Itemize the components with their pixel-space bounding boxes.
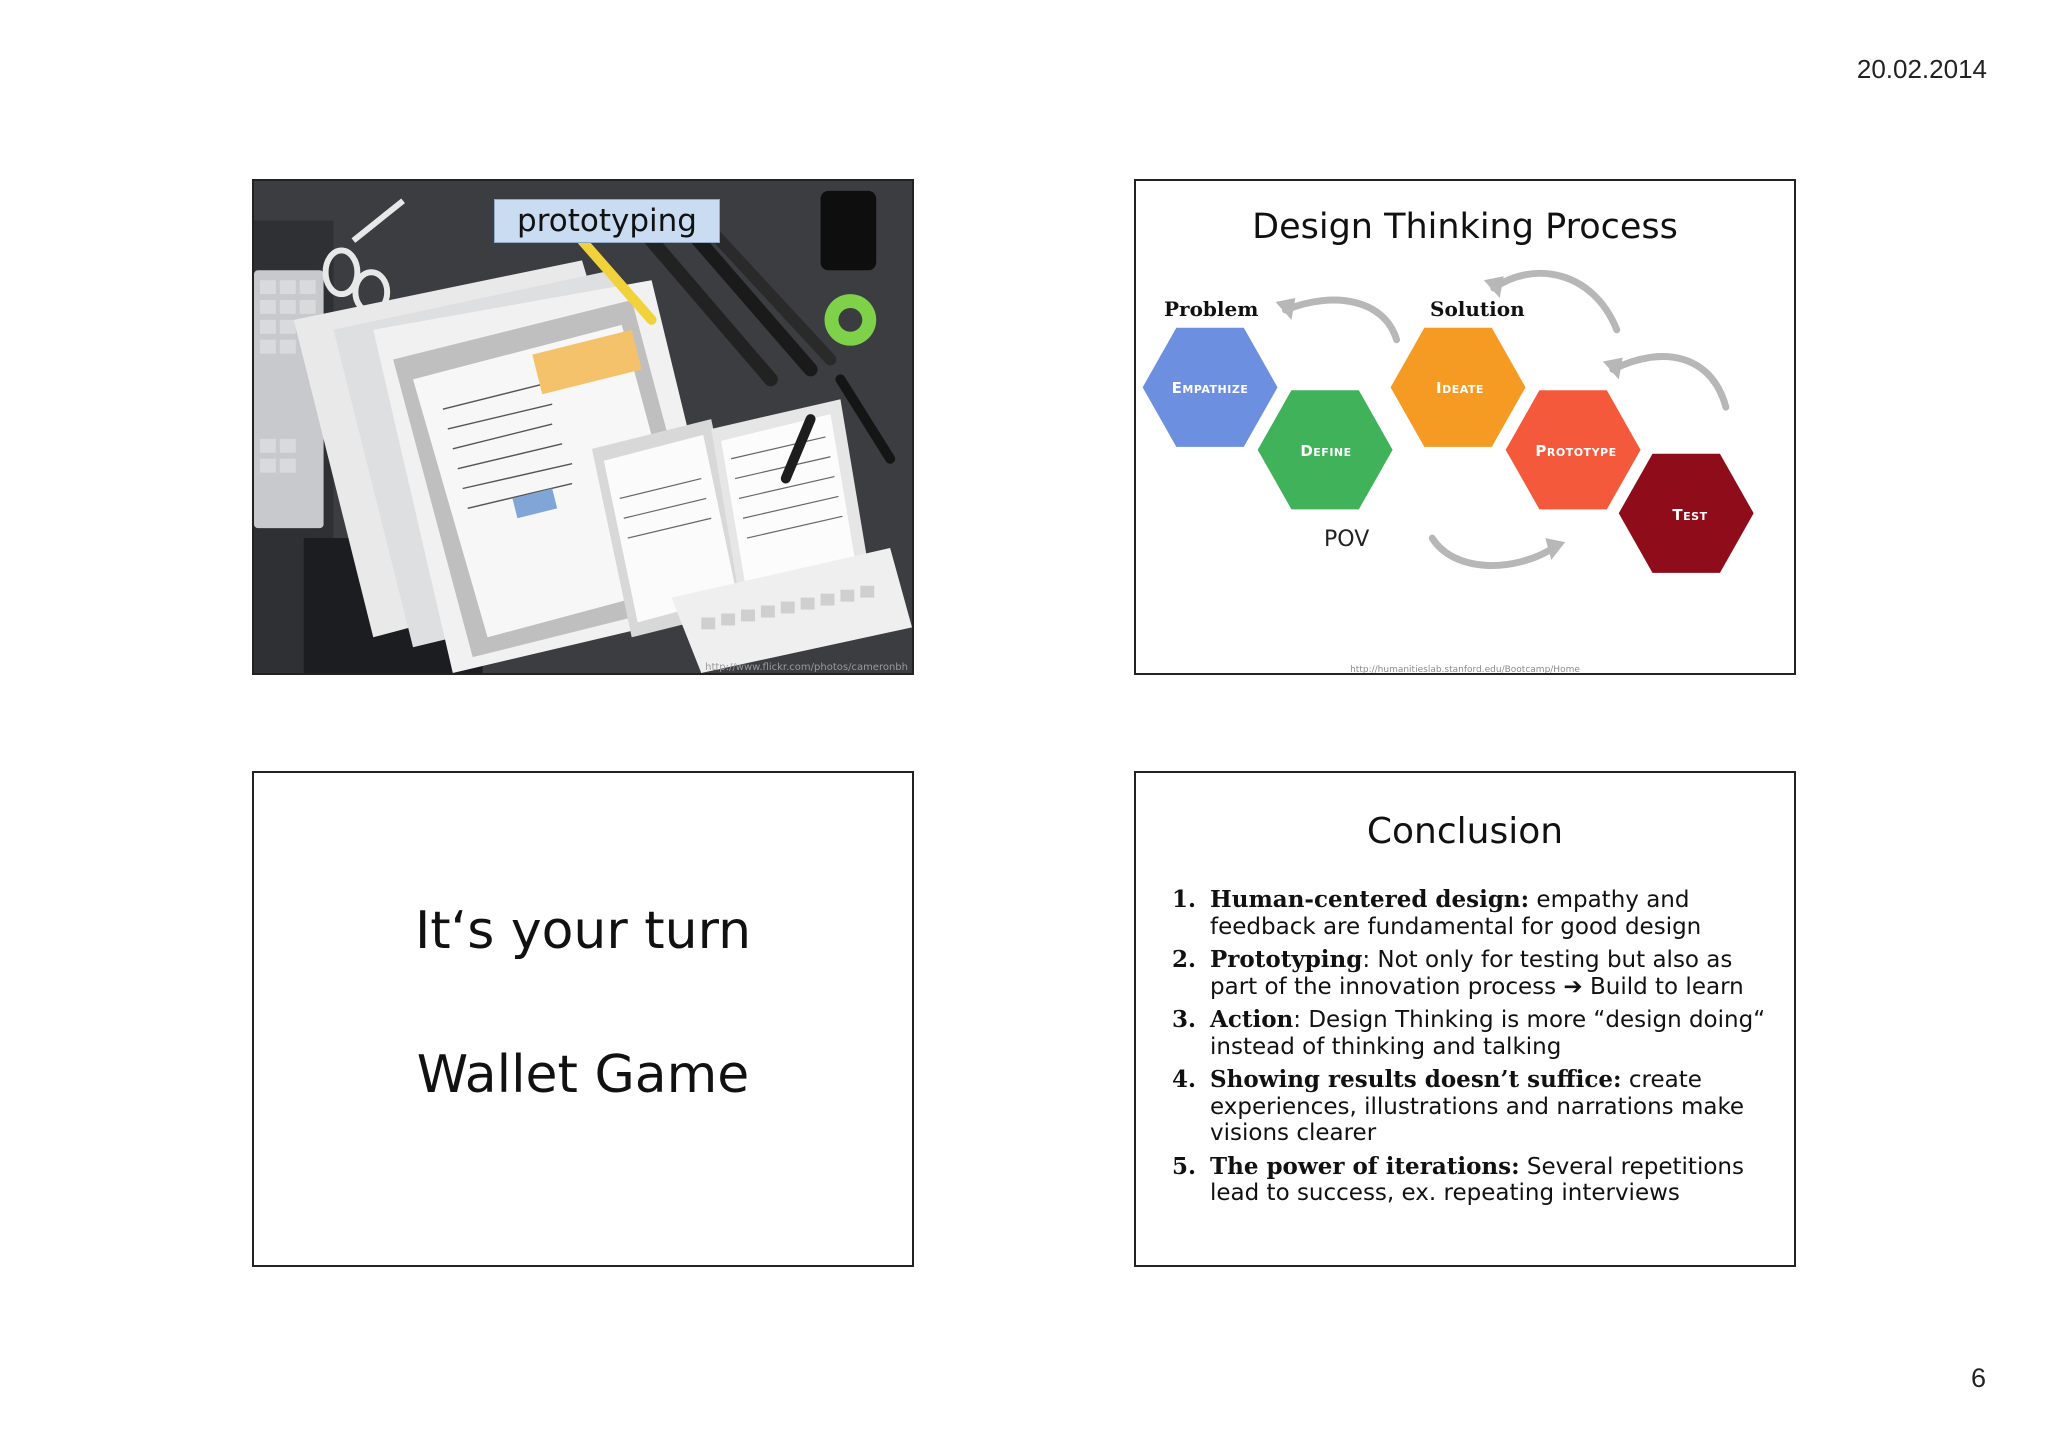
step-define-label: Define (1300, 442, 1352, 460)
arrow-ideate-loop (1490, 269, 1621, 334)
prototyping-photo (254, 181, 912, 673)
slide-title: Conclusion (1366, 811, 1564, 852)
step-empathize-label: Empathize (1171, 379, 1249, 397)
item-keyword: Prototyping (1210, 946, 1363, 973)
conclusion-list: 1. Human-centered design: empathy and fee… (1172, 886, 1772, 1214)
hex-ideate (1390, 327, 1526, 447)
slide-prototyping: prototyping http://www.flickr.com/photos… (252, 179, 914, 675)
page-number: 6 (1970, 1363, 1986, 1393)
item-number: 2. (1172, 946, 1197, 973)
item-keyword: Human-centered design: (1210, 886, 1530, 913)
label-pov: POV (1324, 527, 1370, 552)
step-ideate-label: Ideate (1436, 379, 1484, 397)
item-text: Several repetitions lead to success, ex.… (1210, 1153, 1744, 1207)
slide-subheading: Wallet Game (416, 1045, 750, 1105)
list-item: 1. Human-centered design: empathy and fee… (1172, 886, 1772, 940)
item-keyword: The power of iterations: (1210, 1152, 1520, 1180)
item-number: 4. (1172, 1066, 1197, 1093)
list-item: 5. The power of iterations: Several repet… (1172, 1152, 1772, 1207)
slide-heading: It‘s your turn (414, 901, 752, 961)
page-date: 20.02.2014 (1856, 54, 1987, 84)
slide-conclusion: Conclusion 1. Human-centered design: empa… (1134, 771, 1796, 1267)
item-text: create experiences, illustrations and na… (1210, 1067, 1745, 1146)
process-diagram (1142, 269, 1754, 573)
slide-your-turn: It‘s your turn Wallet Game (252, 771, 914, 1267)
item-text: : Design Thinking is more “design doing“… (1210, 1007, 1766, 1060)
slide-label: prototyping (494, 199, 720, 243)
slide-design-thinking: Design Thinking Process Problem Solution… (1134, 179, 1796, 675)
list-item: 2. Prototyping: Not only for testing but … (1172, 946, 1772, 1000)
arrow-empathize-define (1281, 296, 1401, 344)
item-keyword: Action (1210, 1006, 1294, 1033)
step-prototype-label: Prototype (1535, 442, 1617, 460)
hex-test (1618, 453, 1754, 573)
list-item: 3. Action: Design Thinking is more “desig… (1172, 1006, 1772, 1060)
slide-title: Design Thinking Process (1252, 207, 1678, 247)
hex-empathize (1142, 327, 1278, 447)
item-text: : Not only for testing but also as part … (1210, 947, 1744, 1000)
item-number: 1. (1172, 886, 1197, 913)
label-solution: Solution (1430, 297, 1525, 321)
step-test-label: Test (1672, 506, 1708, 524)
item-keyword: Showing results doesn’t suffice: (1210, 1066, 1622, 1093)
item-number: 5. (1172, 1152, 1197, 1180)
hex-define (1257, 390, 1393, 510)
arrow-prototype-loop (1609, 353, 1730, 411)
list-item: 4. Showing results doesn’t suffice: creat… (1172, 1066, 1772, 1147)
photo-credit: http://www.flickr.com/photos/cameronbh (705, 662, 908, 673)
arrow-define-prototype (1428, 534, 1557, 569)
label-problem: Problem (1164, 297, 1259, 321)
item-number: 3. (1172, 1006, 1197, 1033)
hex-prototype (1505, 390, 1641, 510)
item-text: empathy and feedback are fundamental for… (1210, 887, 1702, 940)
source-link[interactable]: http://humanitieslab.stanford.edu/Bootca… (1350, 665, 1580, 675)
